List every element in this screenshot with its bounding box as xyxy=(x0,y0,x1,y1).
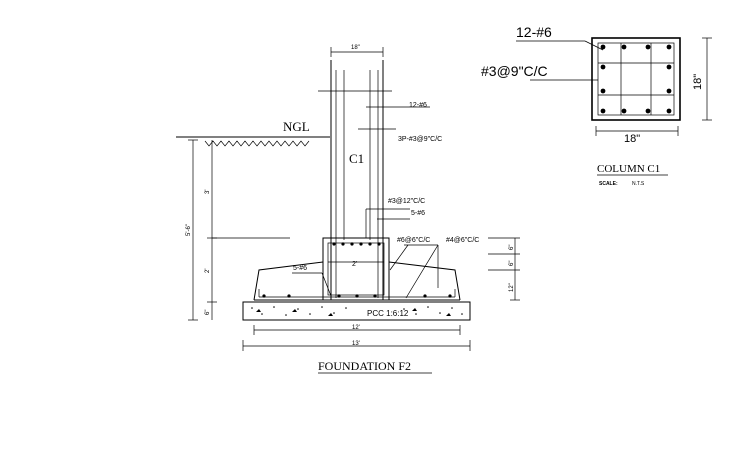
dim-total-depth-label: 5'-6" xyxy=(186,224,192,236)
column-section-width: 18" xyxy=(624,133,640,145)
column-width-label: 18" xyxy=(351,45,360,51)
pedestal-ties-label: #6@6"C/C xyxy=(397,237,430,244)
pedestal-bars-label: 5-#6 xyxy=(411,210,425,217)
dim-12-in-label: 12" xyxy=(509,283,515,292)
dim-13-label: 13' xyxy=(352,341,360,347)
dim-6-b-label: 6" xyxy=(509,261,515,266)
pedestal-top-bars xyxy=(332,242,381,246)
footing-slope-left xyxy=(253,261,324,301)
column-section-bars xyxy=(600,44,672,114)
scale-label: SCALE: xyxy=(599,181,618,187)
pcc-hatch xyxy=(251,306,463,316)
column-section-outline xyxy=(591,37,681,121)
pcc-layer xyxy=(242,301,471,321)
ties-label: 3P-#3@9"C/C xyxy=(398,136,442,143)
dim-2-label: 2' xyxy=(205,269,211,273)
pcc-label: PCC 1:6:12 xyxy=(367,309,409,318)
foundation-title: FOUNDATION F2 xyxy=(318,359,411,373)
footing-bottom-bars xyxy=(262,294,452,298)
dim-12-label: 12' xyxy=(352,325,360,331)
column-mark: C1 xyxy=(349,151,364,166)
pedestal-width-label: 2' xyxy=(352,261,357,268)
main-bars-label: 12-#6 xyxy=(409,102,427,109)
scale-value: N.T.S xyxy=(632,181,645,187)
pedestal xyxy=(322,237,390,301)
dim-6-bottom-label: 6" xyxy=(205,310,211,315)
dim-6-a-label: 6" xyxy=(509,245,515,250)
ngl-label: NGL xyxy=(283,119,310,134)
column-stirrup-label: #3@12"C/C xyxy=(388,198,425,205)
footing-bars-label: #4@6"C/C xyxy=(446,237,479,244)
column-section-ties: #3@9"C/C xyxy=(481,63,548,79)
footing-slope-right xyxy=(388,261,461,301)
footing-bottom-bars-label: 5-#6 xyxy=(293,265,307,272)
column-section-main-bars: 12-#6 xyxy=(516,24,552,40)
column-section-height: 18" xyxy=(692,74,704,90)
dim-3-label: 3' xyxy=(205,190,211,194)
column-section-title: COLUMN C1 xyxy=(597,163,660,175)
ground-hatch xyxy=(204,140,310,147)
